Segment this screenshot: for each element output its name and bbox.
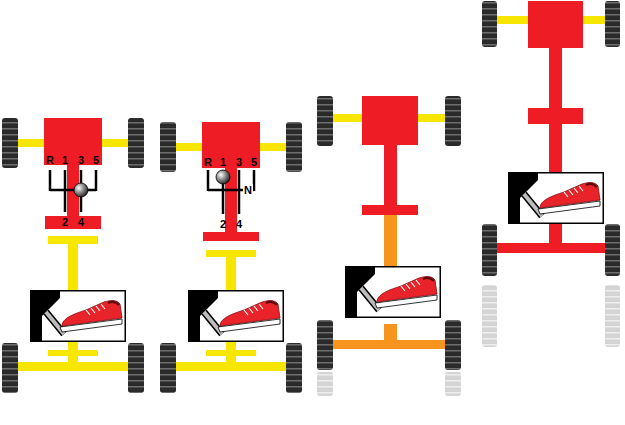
gear-label: 5 bbox=[251, 156, 257, 168]
gear-label: 3 bbox=[236, 156, 242, 168]
gear-label: R bbox=[204, 156, 212, 168]
gear-label: 1 bbox=[62, 154, 68, 166]
gear-label: 4 bbox=[236, 218, 242, 230]
gear-label: 4 bbox=[78, 216, 84, 228]
gear-label: 2 bbox=[220, 218, 226, 230]
gear-label: 2 bbox=[62, 216, 68, 228]
gear-label: R bbox=[46, 154, 54, 166]
gear-label: 3 bbox=[78, 154, 84, 166]
gear-label: N bbox=[243, 184, 253, 196]
gear-label: 1 bbox=[220, 156, 226, 168]
gear-label: 5 bbox=[93, 154, 99, 166]
